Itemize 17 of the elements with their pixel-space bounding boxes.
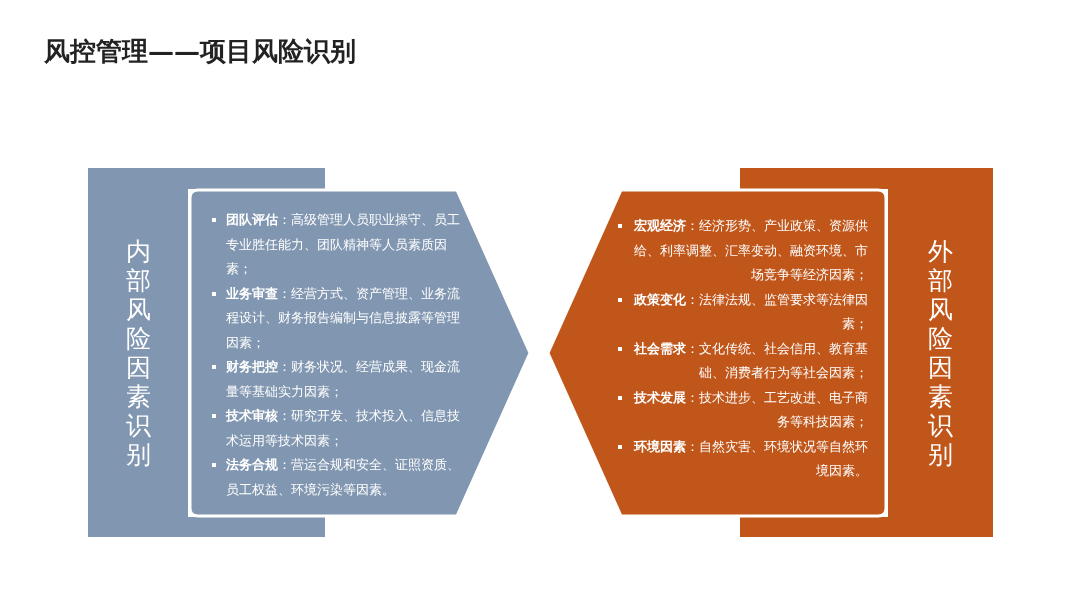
- arrow-panel: [188, 188, 532, 518]
- bullet-item: 业务审查：经营方式、资产管理、业务流程设计、财务报告编制与信息披露等管理因素；: [210, 281, 460, 355]
- bullet-item: 政策变化：法律法规、监管要求等法律因素；: [616, 287, 868, 337]
- bullet-item: 团队评估：高级管理人员职业操守、员工专业胜任能力、团队精神等人员素质因素；: [210, 208, 460, 282]
- arrow-panel: [546, 188, 888, 518]
- title: 风控管理——项目风险识别: [44, 35, 356, 68]
- bullet-item: 社会需求：文化传统、社会信用、教育基础、消费者行为等社会因素；: [616, 336, 868, 386]
- side-band: [888, 168, 993, 537]
- bullet-item: 法务合规：营运合规和安全、证照资质、员工权益、环境污染等因素。: [210, 453, 460, 502]
- bullet-item: 技术发展：技术进步、工艺改进、电子商务等科技因素；: [616, 385, 868, 435]
- side-band: [88, 168, 188, 537]
- vertical-label: 外部风险因素识别: [927, 236, 954, 469]
- bullet-item: 宏观经济：经济形势、产业政策、资源供给、利率调整、汇率变动、融资环境、市场竞争等经济因素；: [616, 214, 868, 288]
- bullet-item: 财务把控：财务状况、经营成果、现金流量等基础实力因素；: [210, 355, 460, 404]
- vertical-label: 内部风险因素识别: [125, 236, 151, 469]
- bullet-item: 技术审核：研究开发、技术投入、信息技术运用等技术因素；: [210, 404, 460, 453]
- bullet-item: 环境因素：自然灾害、环境状况等自然环境因素。: [616, 434, 868, 484]
